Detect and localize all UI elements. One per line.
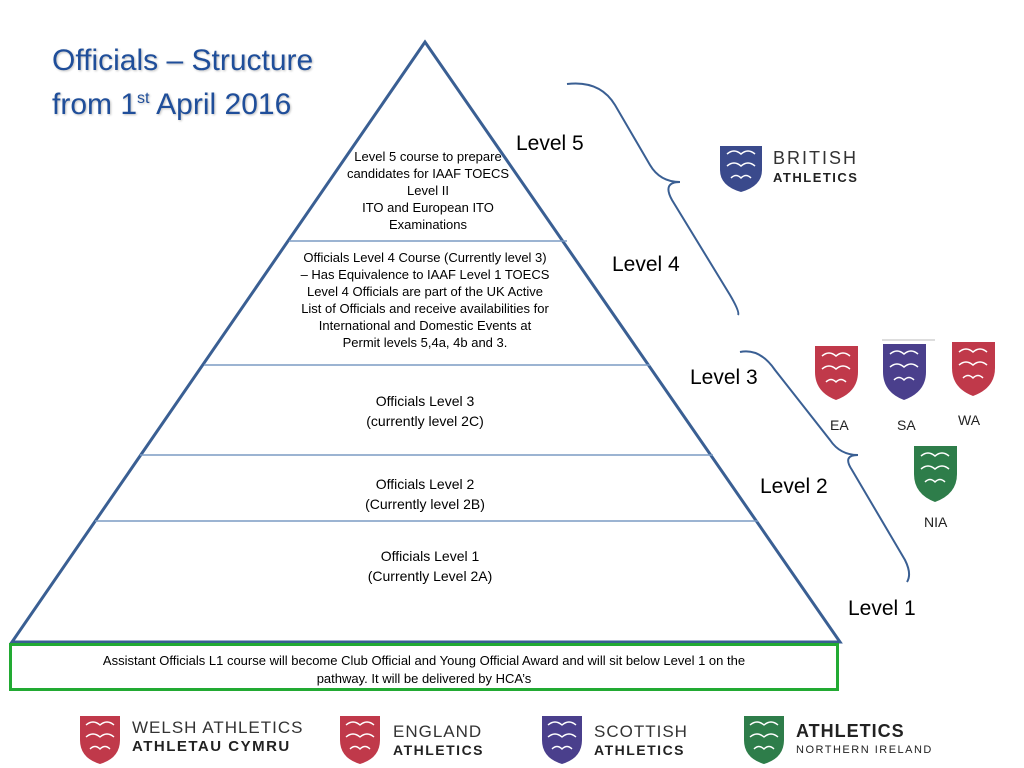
nia-crest-icon — [914, 446, 957, 502]
sa-label: SA — [897, 417, 916, 433]
level-3-label: Level 3 — [690, 366, 758, 389]
british-athletics-crest-icon — [720, 146, 762, 192]
tier-level-4-text: Officials Level 4 Course (Currently leve… — [300, 250, 550, 350]
assistant-officials-note: Assistant Officials L1 course will becom… — [9, 643, 839, 691]
title-line-2: from 1st April 2016 — [52, 88, 292, 121]
assistant-officials-line-1: Assistant Officials L1 course will becom… — [102, 653, 746, 668]
level-5-label: Level 5 — [516, 132, 584, 155]
title-line-1: Officials – Structure — [52, 44, 314, 77]
ea-label: EA — [830, 417, 849, 433]
pyramid-outline — [9, 39, 843, 644]
level-4-label: Level 4 — [612, 253, 680, 276]
level-1-label: Level 1 — [848, 597, 916, 620]
scottish-athletics-logo: SCOTTISH ATHLETICS — [594, 722, 688, 758]
england-athletics-logo: ENGLAND ATHLETICS — [393, 722, 485, 758]
brace-home-countries — [739, 350, 911, 583]
assistant-officials-line-2: pathway. It will be delivered by HCA’s — [316, 671, 532, 686]
wa-crest-icon — [952, 342, 995, 396]
athletics-ni-crest-icon — [744, 716, 784, 764]
wa-label: WA — [958, 412, 981, 428]
brace-british-athletics — [566, 82, 740, 316]
level-2-label: Level 2 — [760, 475, 828, 498]
welsh-athletics-logo: WELSH ATHLETICS ATHLETAU CYMRU — [132, 718, 304, 755]
tier-level-3-text: Officials Level 3(currently level 2C) — [366, 393, 484, 429]
sa-crest-icon — [882, 339, 935, 400]
england-athletics-crest-icon — [340, 716, 380, 764]
welsh-athletics-crest-icon — [80, 716, 120, 764]
tier-level-2-text: Officials Level 2(Currently level 2B) — [365, 476, 485, 512]
athletics-ni-logo: ATHLETICS NORTHERN IRELAND — [796, 721, 933, 757]
ea-crest-icon — [815, 346, 858, 400]
nia-label: NIA — [924, 514, 948, 530]
tier-level-1-text: Officials Level 1(Currently Level 2A) — [367, 548, 493, 584]
british-athletics-logo: BRITISH ATHLETICS — [773, 148, 859, 186]
page-title: Officials – Structure from 1st April 201… — [52, 42, 313, 124]
scottish-athletics-crest-icon — [542, 716, 582, 764]
